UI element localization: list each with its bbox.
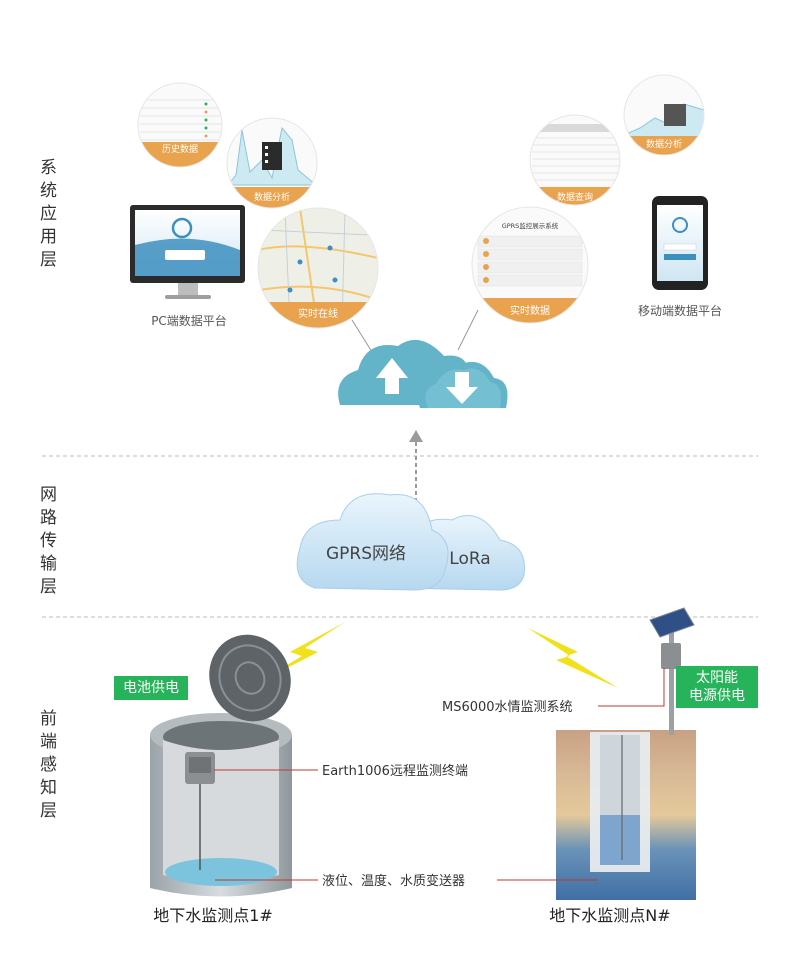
- analysis-right-caption: 数据分析: [646, 138, 682, 150]
- realtime-data-caption: 实时数据: [510, 304, 550, 317]
- analysis-left-caption: 数据分析: [254, 191, 290, 203]
- data-query-caption: 数据查询: [557, 191, 593, 203]
- solar-tag-line-2: 电源供电: [689, 688, 745, 704]
- panel-title: GPRS监控展示系统: [502, 221, 559, 230]
- solar-tag-line-1: 太阳能: [696, 670, 738, 686]
- lightning-bolt-left-icon: [252, 622, 345, 686]
- application-layer-label: 系统应用层: [40, 158, 58, 270]
- ms6000-leader: [598, 668, 665, 707]
- analysis-bubble-left: [227, 118, 317, 208]
- pc-platform-label: PC端数据平台: [151, 313, 227, 328]
- earth1006-label: Earth1006远程监测终端: [322, 763, 468, 779]
- gprs-cloud: [296, 493, 449, 591]
- solar-panel-pole: [649, 607, 695, 735]
- groundwater-site-n-well: [556, 730, 696, 900]
- download-arrow-icon: [446, 372, 478, 404]
- connector-right: [457, 309, 479, 351]
- site-n-label: 地下水监测点N#: [549, 906, 670, 925]
- history-data-bubble: [138, 83, 222, 167]
- solar-power-tag: 太阳能 电源供电: [676, 666, 758, 708]
- mobile-phone: [652, 196, 708, 290]
- connector-left: [351, 319, 373, 353]
- site-1-label: 地下水监测点1#: [153, 906, 273, 925]
- lightning-bolt-right-icon: [528, 628, 618, 688]
- groundwater-site-1-well: [150, 713, 292, 897]
- upload-arrow-icon: [376, 358, 408, 394]
- realtime-online-caption: 实时在线: [298, 307, 338, 320]
- mobile-platform-label: 移动端数据平台: [638, 303, 722, 318]
- sensors-label: 液位、温度、水质变送器: [322, 873, 465, 889]
- battery-power-tag: 电池供电: [114, 676, 188, 700]
- well-lid: [209, 634, 291, 722]
- gprs-label: GPRS网络: [326, 544, 406, 564]
- lora-label: LoRa: [449, 549, 490, 569]
- perception-layer-label: 前端感知层: [40, 709, 58, 821]
- data-cloud: [338, 339, 508, 408]
- history-data-caption: 历史数据: [162, 143, 198, 155]
- ms6000-label: MS6000水情监测系统: [442, 700, 573, 715]
- network-layer-label: 网路传输层: [40, 485, 58, 597]
- pc-monitor: [130, 205, 245, 299]
- realtime-online-bubble: [258, 208, 378, 328]
